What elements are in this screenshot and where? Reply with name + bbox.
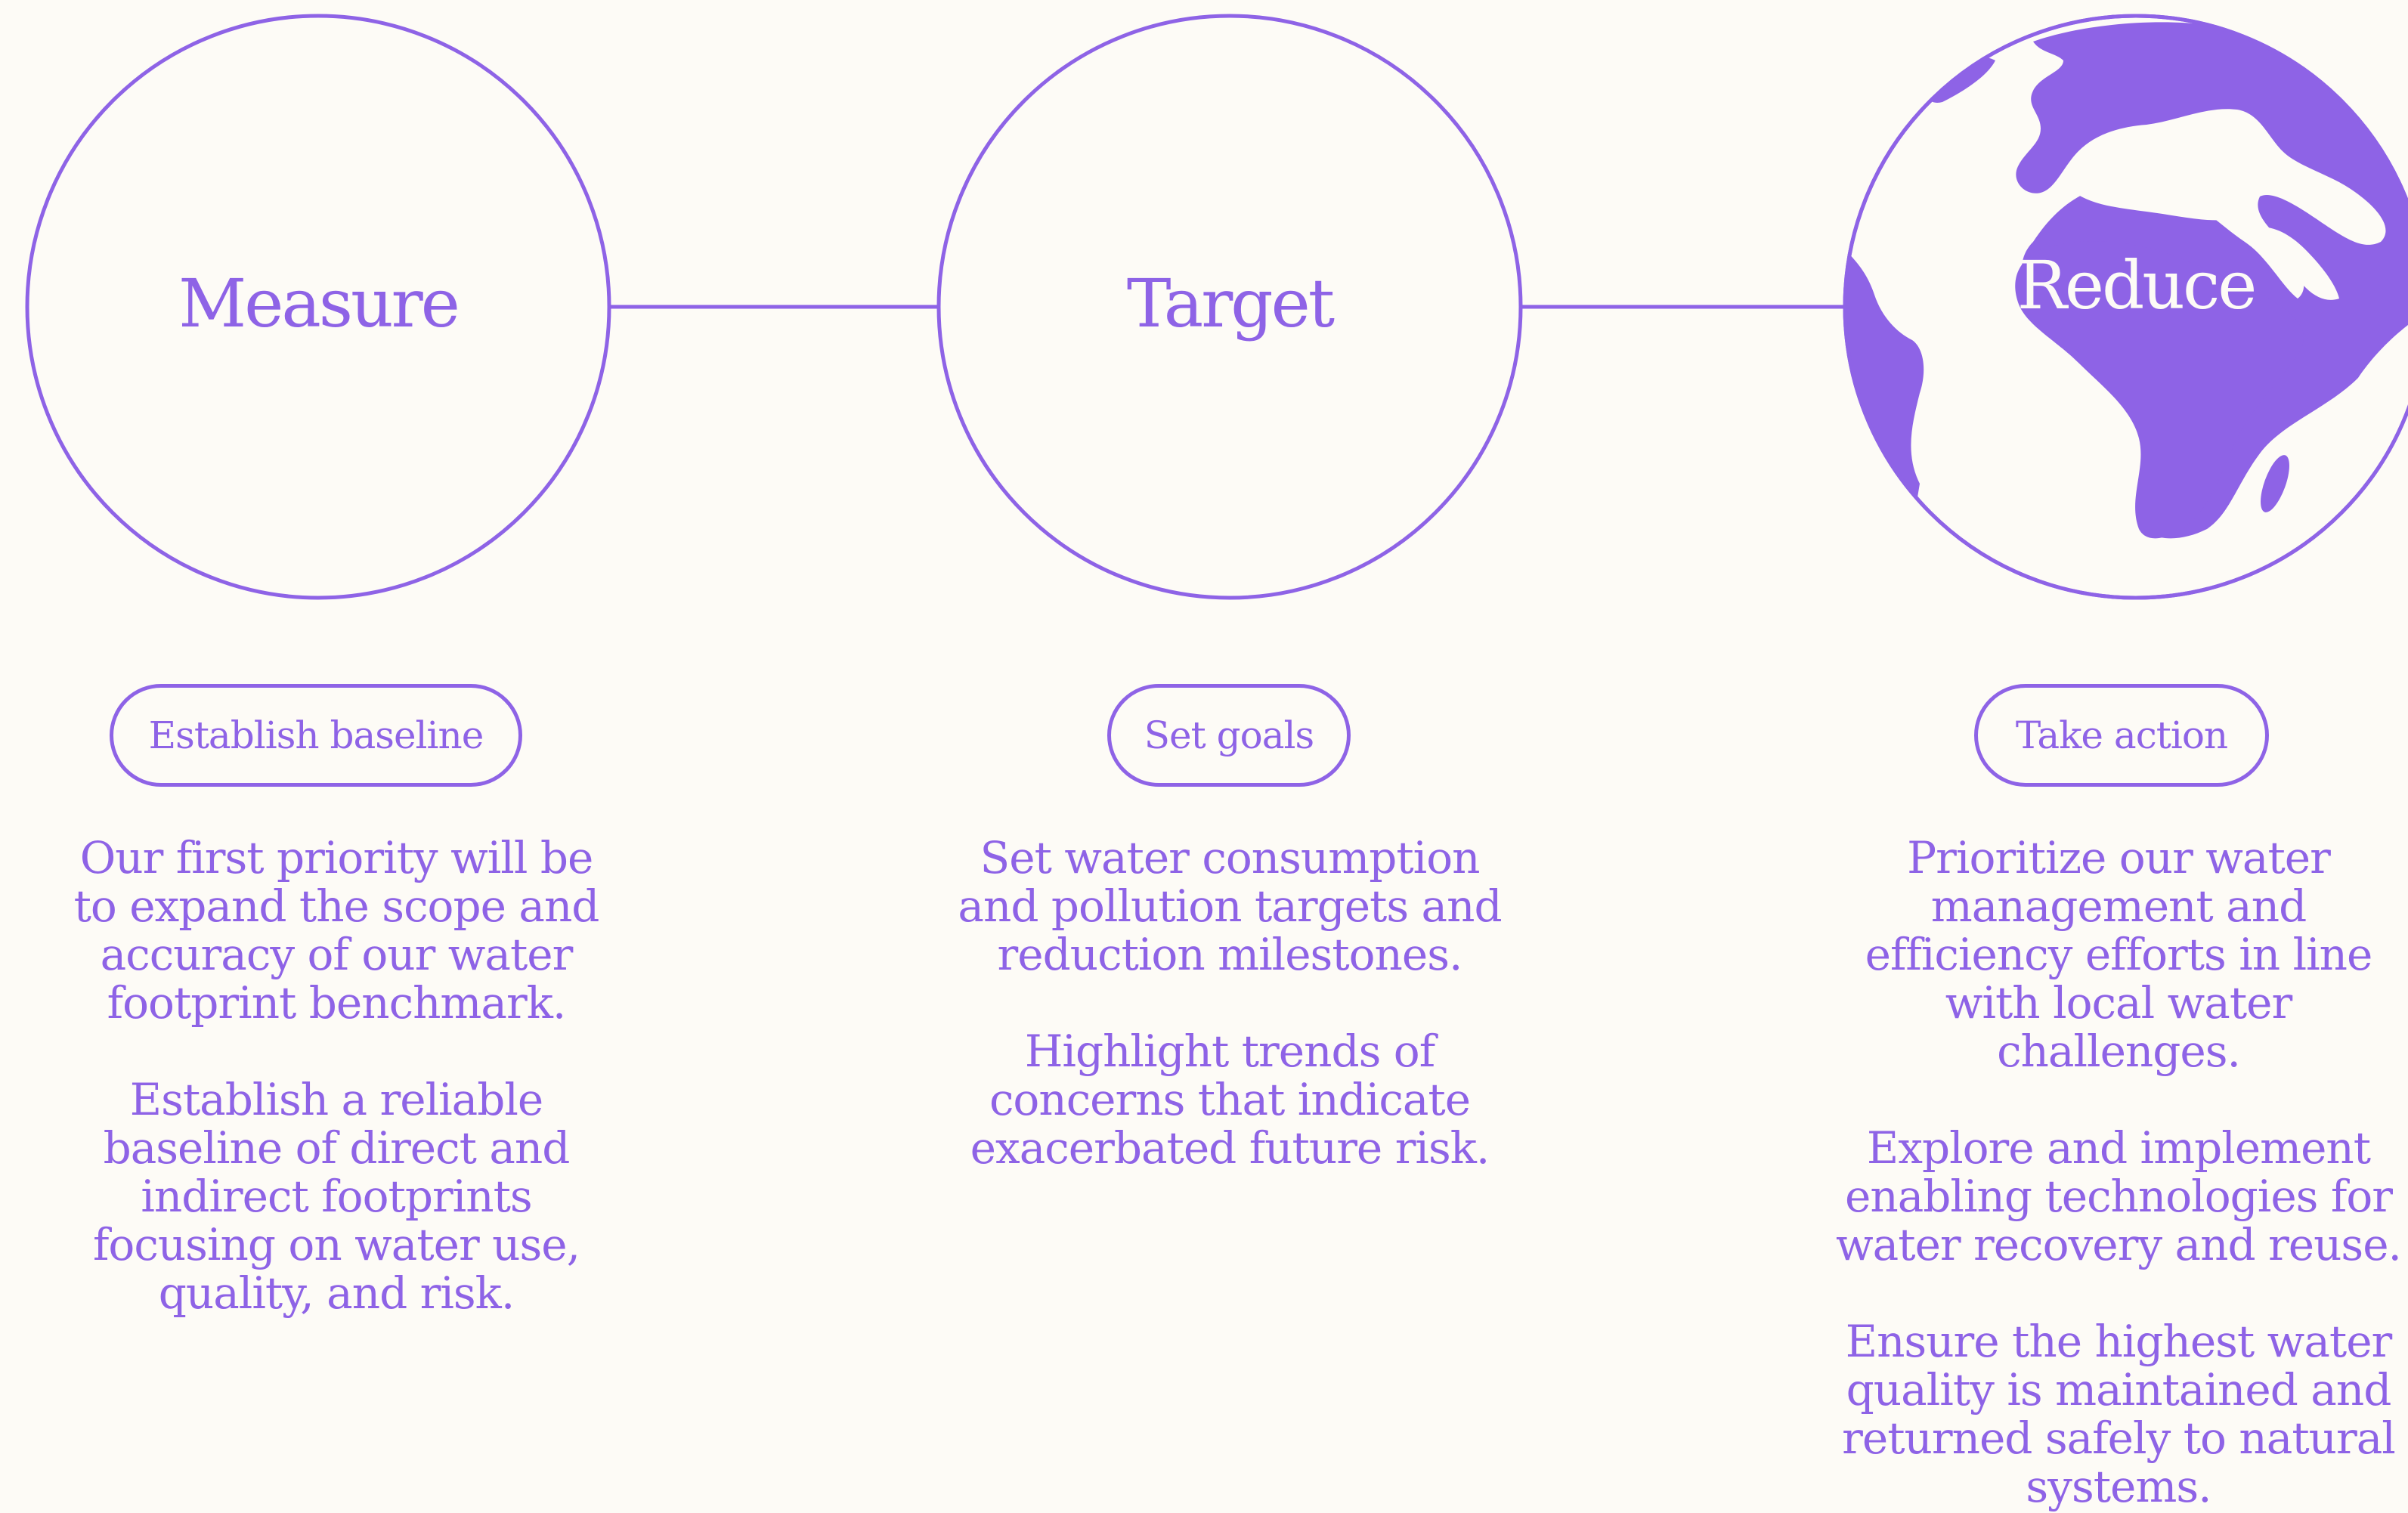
description-reduce: Prioritize our water management and effi… bbox=[1835, 834, 2402, 1511]
stage-title-measure: Measure bbox=[178, 265, 460, 342]
globe-icon bbox=[1843, 14, 2408, 600]
measure-circle bbox=[25, 14, 611, 600]
description-target: Set water consumption and pollution targ… bbox=[954, 834, 1506, 1172]
stage-title-reduce: Reduce bbox=[2016, 246, 2258, 324]
description-paragraph: Ensure the highest water quality is main… bbox=[1842, 1316, 2396, 1512]
description-paragraph: Explore and implement enabling technolog… bbox=[1836, 1122, 2402, 1270]
description-paragraph: Highlight trends of concerns that indica… bbox=[970, 1026, 1490, 1174]
pill-take-action: Take action bbox=[1974, 684, 2269, 787]
description-paragraph: Our first priority will be to expand the… bbox=[73, 832, 600, 1029]
description-measure: Our first priority will be to expand the… bbox=[68, 834, 605, 1317]
pill-establish-baseline: Establish baseline bbox=[110, 684, 522, 787]
description-paragraph: Prioritize our water management and effi… bbox=[1865, 832, 2373, 1077]
description-paragraph: Set water consumption and pollution targ… bbox=[958, 832, 1502, 980]
description-paragraph: Establish a reliable baseline of direct … bbox=[92, 1074, 580, 1319]
pill-set-goals: Set goals bbox=[1107, 684, 1351, 787]
stage-title-target: Target bbox=[1126, 265, 1335, 342]
target-circle bbox=[936, 14, 1523, 600]
